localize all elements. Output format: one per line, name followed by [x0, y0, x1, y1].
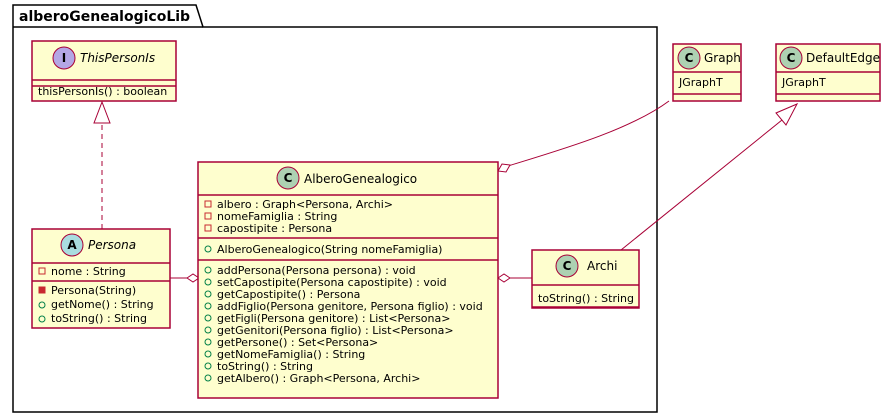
public-marker-icon [38, 301, 46, 309]
private-marker-icon [38, 286, 46, 294]
badge-letter: C [685, 51, 694, 65]
class-name: Persona [88, 238, 136, 252]
method: thisPersonIs() : boolean [38, 85, 167, 98]
badge-letter: C [563, 259, 572, 273]
method: getPersone() : Set<Persona> [217, 336, 378, 349]
method: addPersona(Persona persona) : void [217, 264, 416, 277]
package-albero-genealogico-lib: alberoGenealogicoLib [12, 4, 658, 413]
inheritance-edge [620, 102, 799, 251]
abstract-badge-icon [60, 233, 84, 257]
method: toString() : String [51, 312, 147, 325]
package-name: alberoGenealogicoLib [19, 9, 190, 25]
method: setCapostipite(Persona capostipite) : vo… [217, 276, 447, 289]
badge-letter: I [62, 51, 66, 65]
field: JGraphT [678, 76, 723, 89]
class-name: Archi [587, 259, 617, 273]
badge-letter: C [787, 51, 796, 65]
public-marker-icon [204, 374, 212, 382]
public-marker-icon [204, 290, 212, 298]
field: capostipite : Persona [217, 222, 332, 235]
public-marker-icon [204, 338, 212, 346]
realization-edge [93, 100, 111, 229]
private-marker-icon [38, 267, 46, 275]
private-marker-icon [204, 200, 212, 208]
method: toString() : String [217, 360, 313, 373]
class-badge-icon [779, 46, 803, 70]
badge-letter: C [284, 171, 293, 185]
class-name: Graph [704, 51, 741, 65]
method: getNome() : String [51, 298, 154, 311]
class-name: DefaultEdge [806, 51, 880, 65]
public-marker-icon [204, 326, 212, 334]
class-name: AlberoGenealogico [304, 172, 417, 186]
class-graph: C Graph JGraphT [672, 43, 742, 102]
aggregation-edge-graph [497, 100, 670, 173]
method: addFiglio(Persona genitore, Persona figl… [217, 300, 483, 313]
interface-badge-icon [52, 46, 76, 70]
method: toString() : String [538, 292, 634, 305]
badge-letter: A [67, 238, 77, 252]
public-marker-icon [204, 266, 212, 274]
field: nome : String [51, 265, 126, 278]
public-marker-icon [204, 362, 212, 370]
method: getFigli(Persona genitore) : List<Person… [217, 312, 450, 325]
field: nomeFamiglia : String [217, 210, 337, 223]
constructor: AlberoGenealogico(String nomeFamiglia) [217, 243, 442, 256]
public-marker-icon [204, 302, 212, 310]
public-marker-icon [204, 278, 212, 286]
aggregation-edge-persona [170, 273, 200, 283]
class-badge-icon [276, 166, 300, 190]
method: getGenitori(Persona figlio) : List<Perso… [217, 324, 454, 337]
class-default-edge: C DefaultEdge JGraphT [775, 43, 881, 102]
private-marker-icon [204, 224, 212, 232]
class-this-person-is: I ThisPersonIs thisPersonIs() : boolean [31, 40, 177, 102]
public-marker-icon [38, 315, 46, 323]
method: Persona(String) [51, 284, 136, 297]
class-badge-icon [555, 254, 579, 278]
class-name: ThisPersonIs [80, 51, 155, 65]
field: albero : Graph<Persona, Archi> [217, 198, 393, 211]
aggregation-edge-archi [497, 273, 532, 283]
public-marker-icon [204, 350, 212, 358]
class-persona: A Persona nome : String Persona(String) … [31, 228, 171, 329]
class-albero-genealogico: C AlberoGenealogico albero : Graph<Perso… [197, 161, 499, 399]
public-marker-icon [204, 245, 212, 253]
field: JGraphT [781, 76, 826, 89]
private-marker-icon [204, 212, 212, 220]
method: getCapostipite() : Persona [217, 288, 360, 301]
class-archi: C Archi toString() : String [531, 249, 640, 309]
method: getAlbero() : Graph<Persona, Archi> [217, 372, 420, 385]
method: getNomeFamiglia() : String [217, 348, 365, 361]
public-marker-icon [204, 314, 212, 322]
class-badge-icon [677, 46, 701, 70]
